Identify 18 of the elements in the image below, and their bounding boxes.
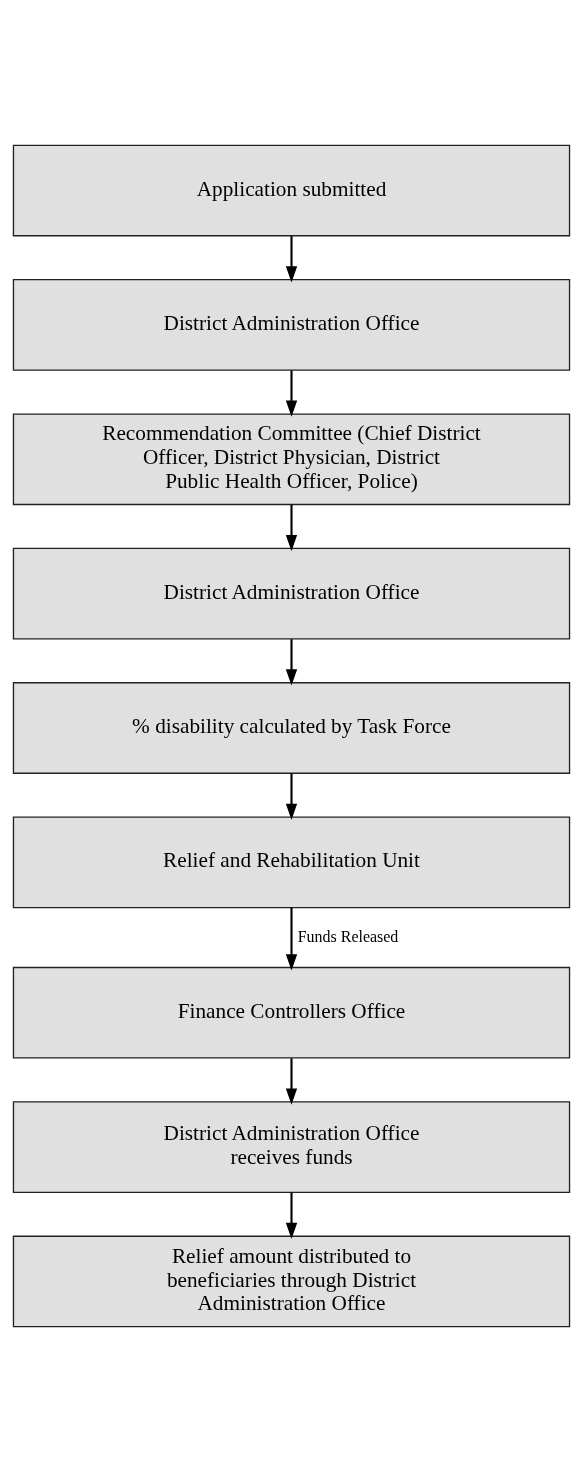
arrow [285,907,298,971]
arrow [285,1192,298,1239]
node-box: Relief amount distributed to beneficiaries through District Administration Office [12,1235,571,1328]
node-box: Relief and Rehabilitation Unit [12,816,571,909]
arrow [285,639,298,686]
arrow [285,504,298,552]
node-box: Finance Controllers Office [12,966,571,1059]
node-box: Application submitted [12,144,571,237]
arrow [285,236,298,283]
node-box: % disability calculated by Task Force [12,682,571,774]
node-box: Recommendation Committee (Chief District Officer, District Physician, District Public Health Officer, Police) [12,413,571,506]
node-box: District Administration Office [12,547,571,640]
node-box: District Administration Office [12,279,571,371]
edge-label: Funds Released [297,927,399,945]
node-box: District Administration Office receives funds [12,1101,571,1193]
arrow [285,773,298,820]
arrow [285,370,298,417]
arrow [285,1058,298,1105]
